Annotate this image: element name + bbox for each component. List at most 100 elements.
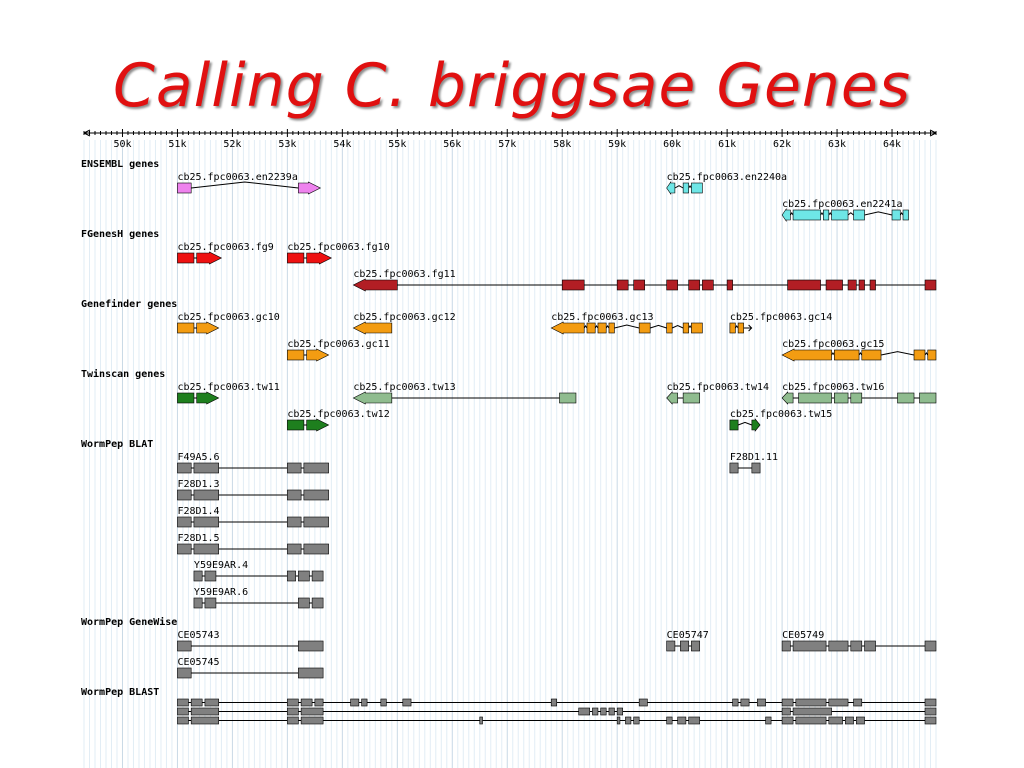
exon-block: [177, 392, 195, 404]
exon-block: [834, 349, 860, 361]
exon-block: [757, 698, 766, 707]
exon-block: [479, 716, 483, 725]
exon-block: [691, 640, 700, 652]
gene-feature-label: cb25.fpc0063.gc14: [730, 312, 832, 323]
gene-feature: cb25.fpc0063.tw13: [352, 382, 577, 405]
exon-block: [311, 570, 324, 582]
intron-connector: [847, 212, 854, 216]
exon-block: [193, 489, 219, 501]
exon-block: [924, 698, 937, 707]
exon-arrow: [352, 321, 393, 335]
gene-feature-label: CE05749: [782, 630, 824, 641]
exon-arrow: [550, 321, 585, 335]
exon-block: [177, 322, 195, 334]
gene-feature-label: cb25.fpc0063.en2241a: [782, 199, 902, 210]
exon-block: [688, 716, 700, 725]
ruler-left-arrow: [83, 129, 91, 137]
exon-block: [204, 570, 217, 582]
exon-block: [861, 349, 882, 361]
intron-connector: [605, 324, 610, 329]
gene-feature-label: cb25.fpc0063.tw16: [782, 382, 884, 393]
exon-block: [361, 698, 368, 707]
exon-block: [311, 597, 324, 609]
gene-feature-label: cb25.fpc0063.fg10: [287, 242, 389, 253]
exon-block: [729, 322, 736, 334]
exon-block: [688, 279, 700, 291]
exon-block: [314, 698, 324, 707]
exon-block: [303, 489, 329, 501]
exon-arrow: [666, 391, 678, 405]
intron-connector: [789, 211, 794, 216]
gene-feature: cb25.fpc0063.gc10: [177, 312, 280, 335]
exon-block: [732, 698, 739, 707]
gene-feature: F28D1.3: [177, 479, 329, 501]
exon-block: [193, 543, 219, 555]
exon-block: [204, 597, 217, 609]
gene-feature-label: cb25.fpc0063.tw12: [287, 409, 389, 420]
gene-feature: cb25.fpc0063.gc12: [352, 312, 456, 335]
exon-block: [798, 392, 832, 404]
track-label: Twinscan genes: [81, 368, 165, 380]
exon-block: [287, 543, 302, 555]
exon-block: [850, 640, 863, 652]
exon-block: [193, 462, 219, 474]
exon-block: [287, 570, 296, 582]
exon-block: [897, 392, 915, 404]
exon-block: [633, 279, 645, 291]
exon-block: [586, 322, 596, 334]
gene-feature: CE05743: [177, 630, 324, 652]
exon-block: [845, 716, 854, 725]
exon-block: [380, 698, 387, 707]
exon-block: [666, 716, 673, 725]
intron-connector: [594, 324, 599, 329]
exon-block: [924, 716, 937, 725]
intron-connector: [734, 324, 739, 329]
exon-block: [177, 698, 189, 707]
exon-block: [608, 322, 615, 334]
gene-feature: cb25.fpc0063.fg9: [177, 242, 274, 265]
exon-block: [592, 707, 599, 716]
exon-block: [177, 640, 192, 652]
exon-block: [287, 698, 299, 707]
gene-feature-label: cb25.fpc0063.tw14: [667, 382, 769, 393]
exon-block: [682, 182, 689, 194]
exon-block: [691, 182, 703, 194]
gene-feature: F28D1.5: [177, 533, 329, 555]
exon-block: [616, 716, 621, 725]
exon-arrow: [352, 391, 393, 405]
exon-block: [781, 707, 791, 716]
exon-block: [298, 570, 310, 582]
gene-feature: Y59E9AR.4: [193, 560, 324, 582]
exon-block: [853, 209, 865, 221]
exon-block: [177, 252, 195, 264]
gene-feature: cb25.fpc0063.fg11: [352, 269, 937, 292]
gene-feature: cb25.fpc0063.tw16: [781, 382, 937, 405]
exon-block: [666, 640, 676, 652]
gene-feature-label: cb25.fpc0063.gc12: [353, 312, 455, 323]
exon-block: [751, 462, 761, 474]
exon-block: [616, 707, 623, 716]
track-label: WormPep BLAST: [81, 687, 159, 698]
exon-block: [729, 462, 739, 474]
exon-block: [691, 322, 703, 334]
gene-feature-label: cb25.fpc0063.fg11: [353, 269, 455, 280]
gene-feature-label: F28D1.3: [177, 479, 219, 490]
exon-block: [781, 716, 794, 725]
exon-block: [726, 279, 733, 291]
gene-feature-label: F28D1.11: [730, 452, 778, 463]
exon-arrow: [196, 391, 220, 405]
exon-block: [924, 707, 937, 716]
exon-block: [190, 716, 219, 725]
exon-block: [616, 279, 629, 291]
gene-feature: [177, 698, 937, 707]
gene-feature: CE05745: [177, 657, 324, 679]
exon-block: [795, 698, 827, 707]
exon-block: [298, 597, 310, 609]
exon-block: [847, 279, 857, 291]
intron-connector: [924, 351, 929, 356]
exon-block: [633, 716, 640, 725]
